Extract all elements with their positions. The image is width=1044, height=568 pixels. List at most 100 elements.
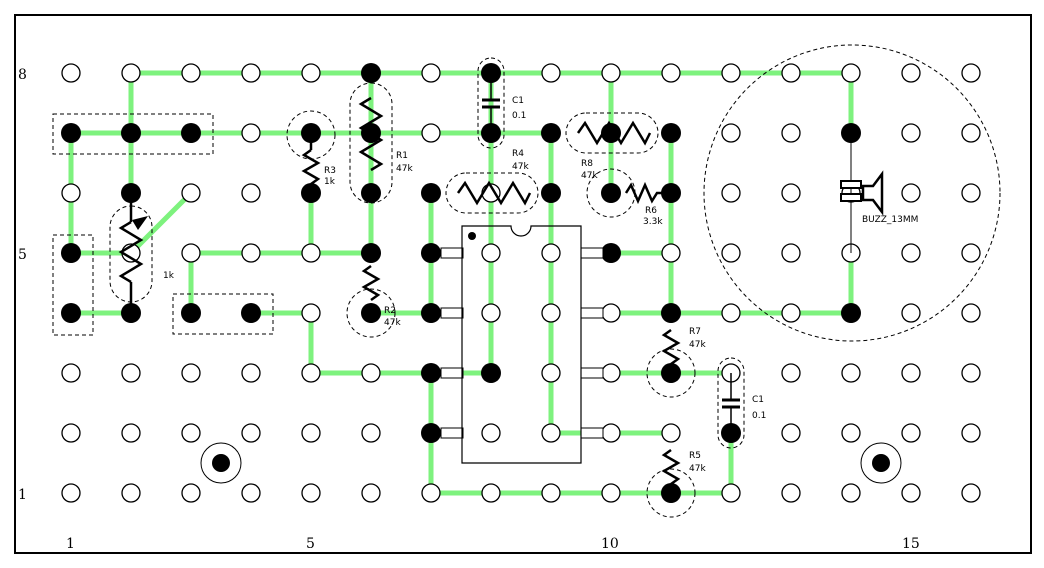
r4-symbol bbox=[456, 180, 532, 206]
pad-r7-c9 bbox=[541, 123, 561, 143]
r6-symbol bbox=[624, 181, 671, 205]
pad-r7-c12 bbox=[721, 123, 741, 143]
pad-r3-c8 bbox=[481, 363, 501, 383]
ic-chip bbox=[440, 225, 604, 464]
pad-r1-c12 bbox=[721, 483, 741, 503]
pad-r5-c15 bbox=[901, 243, 921, 263]
r7-name-label: R7 bbox=[689, 327, 701, 337]
pad-r2-c11 bbox=[661, 423, 681, 443]
pad-grid bbox=[61, 63, 981, 503]
pad-r2-c3 bbox=[181, 423, 201, 443]
pad-r7-c4 bbox=[241, 123, 261, 143]
pad-r8-c13 bbox=[781, 63, 801, 83]
pad-r6-c12 bbox=[721, 183, 741, 203]
pad-r8-c14 bbox=[841, 63, 861, 83]
pad-r5-c16 bbox=[961, 243, 981, 263]
pad-r4-c11 bbox=[661, 303, 681, 323]
r5-outline bbox=[646, 468, 696, 518]
pad-r3-c16 bbox=[961, 363, 981, 383]
pad-r8-c4 bbox=[241, 63, 261, 83]
pad-r4-c4 bbox=[241, 303, 261, 323]
r8-outline bbox=[565, 112, 659, 154]
pad-r4-c6 bbox=[361, 303, 381, 323]
pad-r7-c13 bbox=[781, 123, 801, 143]
pot-value-label: 1k bbox=[163, 271, 175, 281]
pad-r4-c5 bbox=[301, 303, 321, 323]
r4-value-label: 47k bbox=[512, 162, 529, 172]
col-label-1: 1 bbox=[66, 536, 75, 552]
pad-r5-c13 bbox=[781, 243, 801, 263]
pad-r4-c1 bbox=[61, 303, 81, 323]
c1-top-name-label: C1 bbox=[512, 96, 524, 106]
pad-r3-c6 bbox=[361, 363, 381, 383]
pad-r2-c13 bbox=[781, 423, 801, 443]
r7-symbol bbox=[661, 328, 681, 366]
pad-r6-c9 bbox=[541, 183, 561, 203]
r2-symbol bbox=[361, 264, 381, 302]
pad-r3-c14 bbox=[841, 363, 861, 383]
pad-r3-c10 bbox=[601, 363, 621, 383]
col-label-10: 10 bbox=[601, 536, 619, 552]
pad-r6-c10 bbox=[601, 183, 621, 203]
pad-r2-c9 bbox=[541, 423, 561, 443]
r5-name-label: R5 bbox=[689, 451, 701, 461]
pad-r8-c6 bbox=[361, 63, 381, 83]
pad-r5-c6 bbox=[361, 243, 381, 263]
r6-name-label: R6 bbox=[645, 206, 657, 216]
pad-r1-c6 bbox=[361, 483, 381, 503]
pad-r1-c1 bbox=[61, 483, 81, 503]
pad-r4-c8 bbox=[481, 303, 501, 323]
r7-value-label: 47k bbox=[689, 340, 706, 350]
pad-r2-c1 bbox=[61, 423, 81, 443]
pad-r2-c2 bbox=[121, 423, 141, 443]
pad-r8-c10 bbox=[601, 63, 621, 83]
r3-value-label: 1k bbox=[324, 177, 336, 187]
pad-r6-c6 bbox=[361, 183, 381, 203]
pad-r1-c4 bbox=[241, 483, 261, 503]
pad-r8-c11 bbox=[661, 63, 681, 83]
pad-r5-c5 bbox=[301, 243, 321, 263]
pad-r3-c15 bbox=[901, 363, 921, 383]
pad-r4-c7 bbox=[421, 303, 441, 323]
pad-r8-c5 bbox=[301, 63, 321, 83]
pad-r8-c2 bbox=[121, 63, 141, 83]
c1-top-outline bbox=[477, 57, 505, 149]
pad-r4-c10 bbox=[601, 303, 621, 323]
r2-outline bbox=[346, 288, 396, 338]
pad-r2-c7 bbox=[421, 423, 441, 443]
pad-r3-c3 bbox=[181, 363, 201, 383]
pad-r7-c2 bbox=[121, 123, 141, 143]
mounting-hole-right bbox=[860, 442, 902, 484]
r2-name-label: R2 bbox=[384, 306, 396, 316]
r4-name-label: R4 bbox=[512, 149, 524, 159]
pad-r3-c5 bbox=[301, 363, 321, 383]
buzzer-symbol bbox=[840, 133, 884, 253]
pad-r3-c7 bbox=[421, 363, 441, 383]
pad-r6-c13 bbox=[781, 183, 801, 203]
pad-r1-c2 bbox=[121, 483, 141, 503]
pad-r7-c15 bbox=[901, 123, 921, 143]
pad-r4-c9 bbox=[541, 303, 561, 323]
r5-value-label: 47k bbox=[689, 464, 706, 474]
r8-symbol bbox=[576, 120, 652, 146]
trace-row5-mid bbox=[188, 250, 374, 316]
pad-r8-c15 bbox=[901, 63, 921, 83]
row-label-1: 1 bbox=[18, 487, 27, 503]
header-outline-mid bbox=[172, 293, 274, 335]
pad-r3-c1 bbox=[61, 363, 81, 383]
pad-r8-c16 bbox=[961, 63, 981, 83]
pad-r4-c16 bbox=[961, 303, 981, 323]
c1-right-value-label: 0.1 bbox=[752, 411, 766, 421]
c1-top-symbol bbox=[482, 73, 500, 133]
pad-r6-c16 bbox=[961, 183, 981, 203]
pad-r3-c4 bbox=[241, 363, 261, 383]
pad-r2-c16 bbox=[961, 423, 981, 443]
r3-symbol bbox=[301, 148, 321, 186]
pad-r1-c16 bbox=[961, 483, 981, 503]
board-frame bbox=[14, 14, 1032, 554]
pad-r3-c11 bbox=[661, 363, 681, 383]
r3-name-label: R3 bbox=[324, 166, 336, 176]
pad-r7-c7 bbox=[421, 123, 441, 143]
pad-r5-c7 bbox=[421, 243, 441, 263]
